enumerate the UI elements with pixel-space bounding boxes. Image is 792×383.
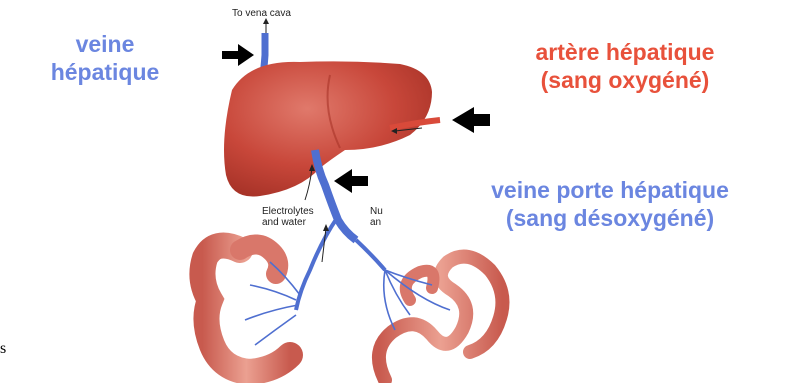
vena-cava-caption: To vena cava	[232, 8, 291, 19]
electrolytes-caption: Electrolytes and water	[262, 206, 314, 228]
nutrients-caption-line1: Nu	[370, 206, 383, 217]
arrow-hepatic-artery	[452, 107, 490, 133]
portal-branch-left	[296, 218, 337, 310]
electrolytes-caption-line2: and water	[262, 217, 314, 228]
nutrients-caption-line2: an	[370, 217, 383, 228]
electrolytes-caption-line1: Electrolytes	[262, 206, 314, 217]
portal-vein-vessel	[315, 150, 356, 240]
portal-branch-right	[356, 240, 385, 270]
arrow-portal-vein	[334, 169, 368, 193]
flow-arrow-2-head	[323, 224, 329, 231]
arrow-hepatic-vein	[222, 44, 254, 66]
nutrients-caption: Nu an	[370, 206, 383, 228]
